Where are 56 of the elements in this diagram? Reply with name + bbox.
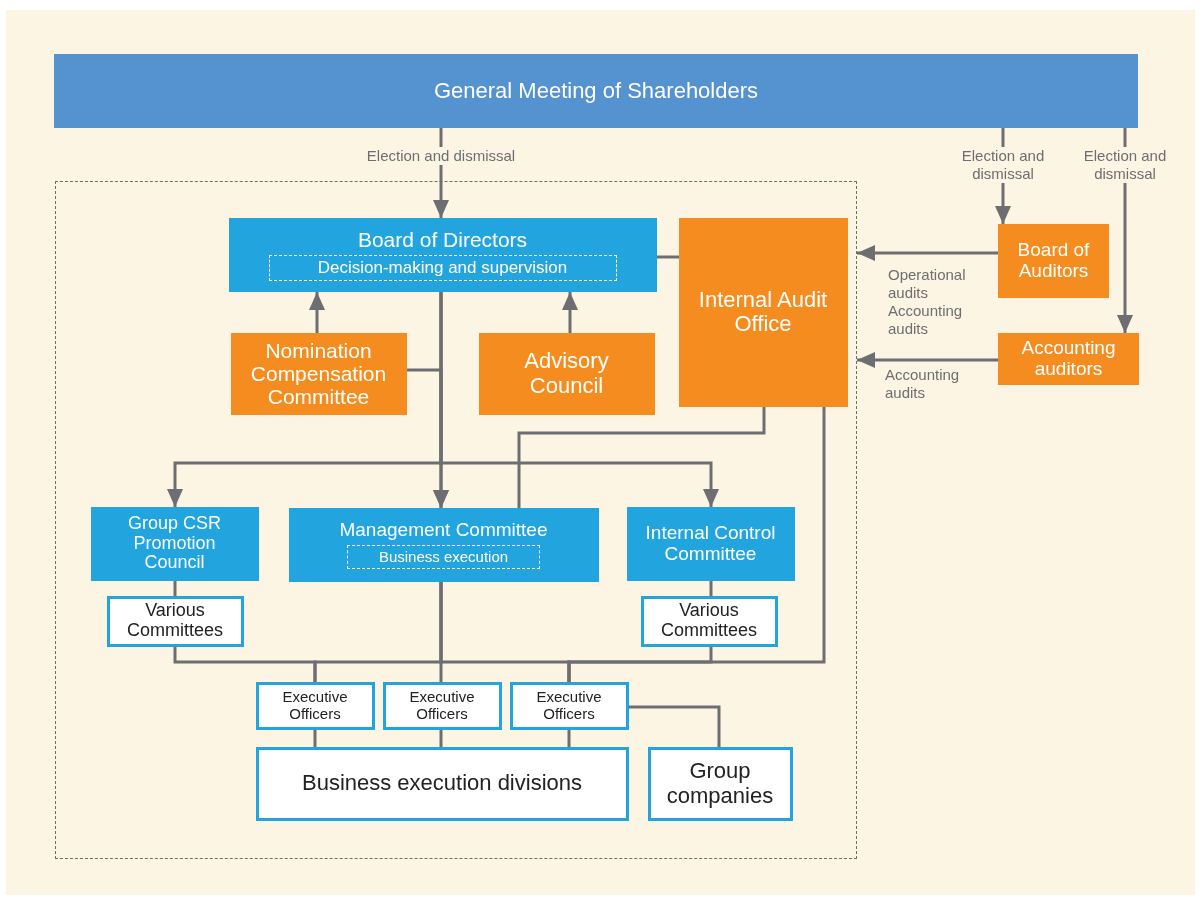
connector-line: [567, 407, 826, 682]
arrow: [857, 352, 998, 368]
connector-line: [567, 730, 571, 747]
connector-line: [517, 407, 766, 508]
committee-box: [288, 507, 599, 582]
committee-box: [626, 506, 795, 581]
function-tag: Decision-making and supervision: [268, 255, 617, 281]
arrow: [309, 292, 325, 333]
box-title: Executive Officers: [281, 689, 349, 722]
function-tag: Business execution: [347, 545, 540, 569]
box-title: Internal Audit Office: [697, 287, 829, 337]
connector-line: [657, 255, 679, 259]
council-box: [478, 332, 655, 415]
arrow: [562, 292, 578, 333]
connector-line: [439, 730, 443, 747]
connector-line: [629, 705, 721, 747]
division-box: [255, 746, 629, 821]
box-title: Board of Directors: [357, 228, 528, 252]
company-boundary: [55, 181, 857, 859]
connector-line: [709, 581, 713, 596]
arrow: [407, 368, 449, 508]
auditors-box: [998, 333, 1139, 385]
box-title: Internal Control Committee: [644, 522, 777, 565]
board-box: [228, 217, 657, 292]
box-title: Group CSR Promotion Council: [126, 513, 222, 574]
connector-line: [173, 647, 317, 682]
arrow: [857, 245, 998, 261]
officer-box: [382, 681, 502, 730]
box-title: Accounting auditors: [1020, 338, 1117, 380]
officer-box: [255, 681, 375, 730]
box-title: Group companies: [665, 759, 775, 808]
auditors-box: [998, 224, 1109, 298]
box-title: Executive Officers: [408, 689, 476, 722]
box-title: Nomination Compensation Committee: [249, 338, 388, 409]
connector-line: [313, 730, 317, 747]
arrow: [433, 128, 449, 218]
box-title: Executive Officers: [535, 689, 603, 722]
shareholders-meeting-bar: [54, 54, 1138, 128]
arrow: [439, 292, 719, 507]
connector-line: [173, 581, 177, 596]
committee-box: [106, 595, 244, 647]
officer-box: [509, 681, 629, 730]
committee-box: [640, 595, 778, 647]
box-title: Management Committee: [339, 520, 548, 542]
box-title: Business execution divisions: [301, 771, 582, 796]
arrow: [995, 128, 1011, 224]
committee-box: [230, 332, 407, 415]
companies-box: [647, 746, 793, 821]
box-title: Advisory Council: [523, 349, 610, 398]
council-box: [90, 506, 259, 581]
box-title: General Meeting of Shareholders: [433, 78, 759, 104]
box-title: Board of Auditors: [1017, 240, 1090, 282]
arrow: [1117, 128, 1133, 333]
box-title: Various Committees: [660, 601, 758, 641]
box-title: Various Committees: [126, 601, 224, 641]
audit-office-box: [678, 217, 848, 407]
